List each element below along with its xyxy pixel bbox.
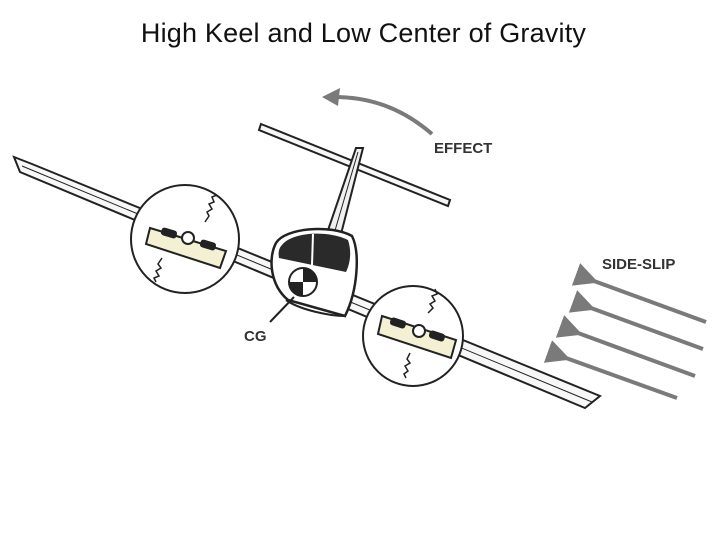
right-engine: [362, 285, 464, 387]
side-slip-arrows: [543, 263, 707, 400]
effect-arrow: [322, 88, 434, 136]
cg-symbol: [288, 267, 318, 297]
side-slip-label: SIDE-SLIP: [602, 256, 675, 273]
slide-title: High Keel and Low Center of Gravity: [140, 18, 587, 48]
effect-label: EFFECT: [434, 140, 492, 157]
left-engine: [130, 184, 240, 294]
cg-label: CG: [244, 328, 267, 345]
cg-leader-line: [269, 296, 295, 323]
